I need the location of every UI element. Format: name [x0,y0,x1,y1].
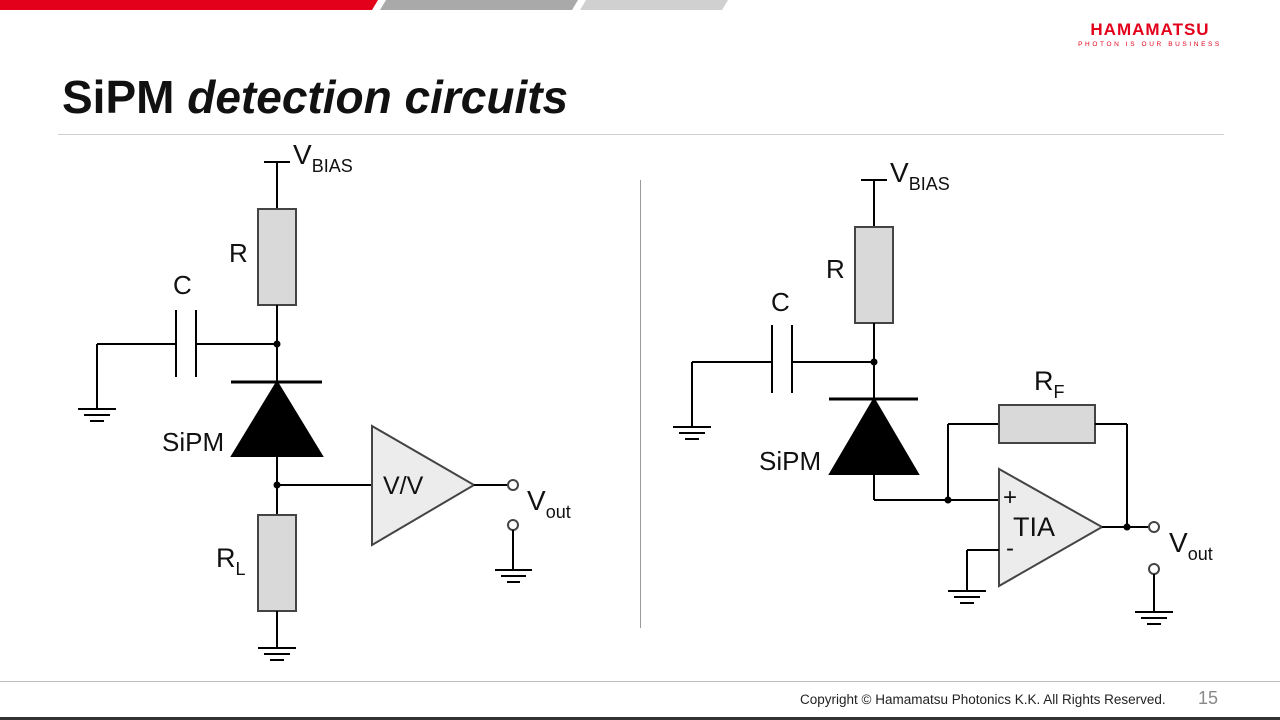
left-c-label: C [173,270,192,300]
left-load-resistor [257,514,297,612]
left-resistor-r [257,208,297,306]
right-feedback-resistor [998,404,1096,444]
right-plus-label: + [1003,484,1017,511]
title-italic: detection circuits [187,71,569,123]
right-cap-ground [673,426,711,440]
right-sipm-diode [828,397,920,475]
brand-tagline: PHOTON IS OUR BUSINESS [1078,41,1222,48]
brand-name: HAMAMATSU [1090,20,1210,39]
hamamatsu-logo: HAMAMATSU PHOTON IS OUR BUSINESS [1068,20,1232,48]
right-tia-amplifier [998,467,1105,588]
left-rl-ground [258,647,296,661]
right-output-ground [1135,611,1173,625]
left-amplifier [371,424,476,547]
footer-bar [0,717,1280,720]
right-circuit [673,179,1173,625]
left-vout-label: Vout [527,485,571,522]
left-cap-ground [78,408,116,422]
right-c-label: C [771,287,790,317]
left-output-ground [495,569,532,583]
left-r-label: R [229,238,248,268]
left-rl-label: RL [216,543,246,579]
right-rf-label: RF [1034,366,1065,402]
right-minus-ground [948,590,986,604]
slide-title: SiPM detection circuits [62,70,568,124]
page-number: 15 [1198,688,1219,708]
left-sipm-diode [230,380,324,457]
left-amplifier-label: V/V [383,472,424,500]
left-vbias-label: VBIAS [293,139,353,176]
right-r-label: R [826,254,845,284]
right-resistor-r [854,226,894,324]
footer-rule [0,681,1280,682]
title-main: SiPM [62,71,175,123]
left-circuit [78,161,532,661]
right-vbias-label: VBIAS [890,157,950,194]
left-sipm-label: SiPM [162,427,224,457]
right-minus-label: - [1006,535,1014,562]
right-sipm-label: SiPM [759,446,821,476]
title-underline [58,134,1224,135]
right-vout-label: Vout [1169,527,1213,564]
circuit-divider [640,180,641,628]
header-accent-bar [0,0,728,10]
copyright-text: Copyright © Hamamatsu Photonics K.K. All… [800,692,1166,707]
right-tia-label: TIA [1013,512,1055,542]
